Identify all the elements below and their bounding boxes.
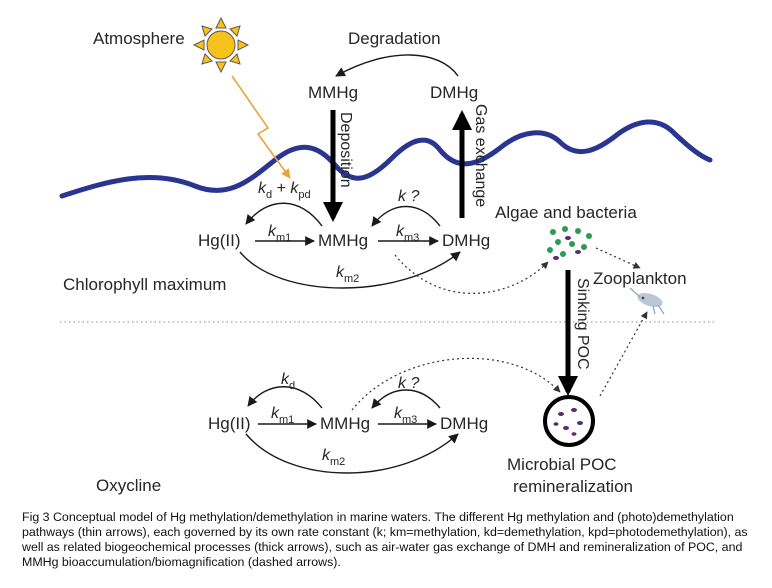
upper-k-unknown-arrow [371, 205, 441, 227]
mmhg-top-label: MMHg [308, 83, 358, 102]
chlorophyll-maximum-label: Chlorophyll maximum [63, 275, 226, 294]
mmhg-to-algae-dashed-arrow [394, 254, 549, 294]
deposition-label: Deposition [337, 112, 354, 188]
degradation-arrow [335, 54, 459, 77]
lower-kd-label: kd [281, 371, 295, 392]
diagram: Atmosphere Degradation MMHg DMHg Deposit… [59, 16, 716, 496]
sun-icon [192, 16, 250, 74]
poc-to-zooplankton-dashed-arrow [599, 311, 648, 397]
upper-km1-label: km1 [268, 223, 291, 244]
figure-caption: Fig 3 Conceptual model of Hg methylation… [22, 510, 748, 569]
dmhg-top-label: DMHg [430, 83, 478, 102]
lower-k-unknown-label: k ? [398, 375, 419, 392]
degradation-label: Degradation [348, 29, 441, 48]
zooplankton-label: Zooplankton [593, 269, 687, 288]
lower-k-unknown-arrow [371, 389, 441, 409]
upper-k-unknown-label: k ? [398, 188, 419, 205]
upper-km2-arrow [239, 251, 461, 289]
lower-km3-label: km3 [394, 405, 417, 426]
upper-hg-label: Hg(II) [198, 231, 241, 250]
lower-mmhg-label: MMHg [320, 414, 370, 433]
gas-exchange-label: Gas exchange [472, 104, 489, 207]
oxycline-label: Oxycline [96, 476, 161, 495]
upper-mmhg-label: MMHg [318, 231, 368, 250]
poc-particle-icon [543, 395, 595, 447]
mmhg-to-poc-dashed-arrow [351, 357, 561, 411]
lower-km2-arrow [245, 433, 459, 474]
light-ray-arrow [231, 75, 291, 179]
upper-dmhg-label: DMHg [442, 231, 490, 250]
zooplankton-icon [629, 287, 665, 315]
upper-km2-label: km2 [336, 264, 359, 285]
upper-demethylation-arrow [245, 202, 323, 227]
algae-bacteria-label: Algae and bacteria [495, 203, 637, 222]
algae-to-zooplankton-dashed-arrow [595, 247, 641, 269]
upper-kd-kpd-label: kd + kpd [258, 180, 311, 201]
algae-cells-icon [547, 226, 592, 260]
microbial-poc-label-line2: remineralization [513, 477, 633, 496]
atmosphere-label: Atmosphere [93, 29, 185, 48]
lower-hg-label: Hg(II) [208, 414, 251, 433]
microbial-poc-label-line1: Microbial POC [507, 455, 617, 474]
sinking-poc-label: Sinking POC [574, 278, 591, 370]
sea-surface-line [59, 119, 713, 199]
lower-km2-label: km2 [322, 447, 345, 468]
upper-km3-label: km3 [396, 223, 419, 244]
lower-dmhg-label: DMHg [440, 414, 488, 433]
lower-demethylation-arrow [247, 386, 323, 409]
lower-km1-label: km1 [271, 405, 294, 426]
